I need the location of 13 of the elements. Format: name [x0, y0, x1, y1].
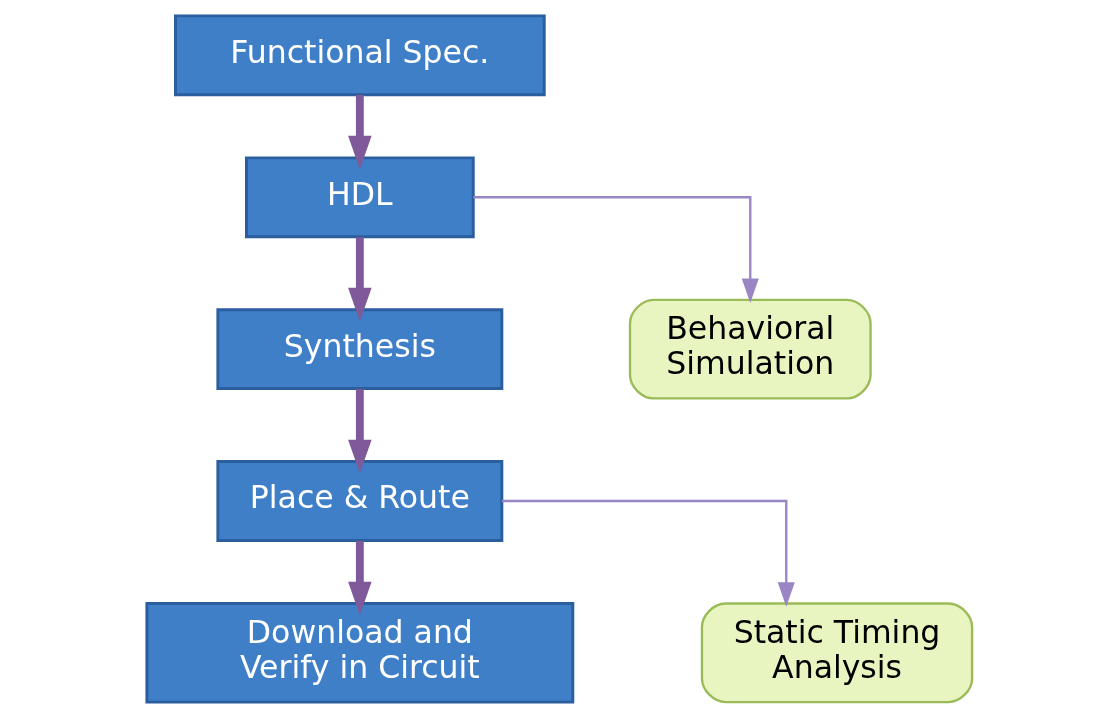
- arrow: [347, 94, 372, 170]
- node-box: Place & Route: [215, 460, 503, 542]
- node-box: Synthesis: [215, 308, 503, 391]
- node-box: Download and Verify in Circuit: [144, 602, 574, 704]
- node-box: Behavioral Simulation: [628, 298, 872, 400]
- arrow: [501, 499, 795, 607]
- node-box: Functional Spec.: [173, 14, 546, 97]
- arrow: [347, 540, 372, 616]
- arrow: [472, 196, 759, 303]
- arrow: [347, 237, 372, 322]
- node-box: Static Timing Analysis: [700, 602, 973, 704]
- arrow: [347, 389, 372, 474]
- node-box: HDL: [244, 156, 475, 239]
